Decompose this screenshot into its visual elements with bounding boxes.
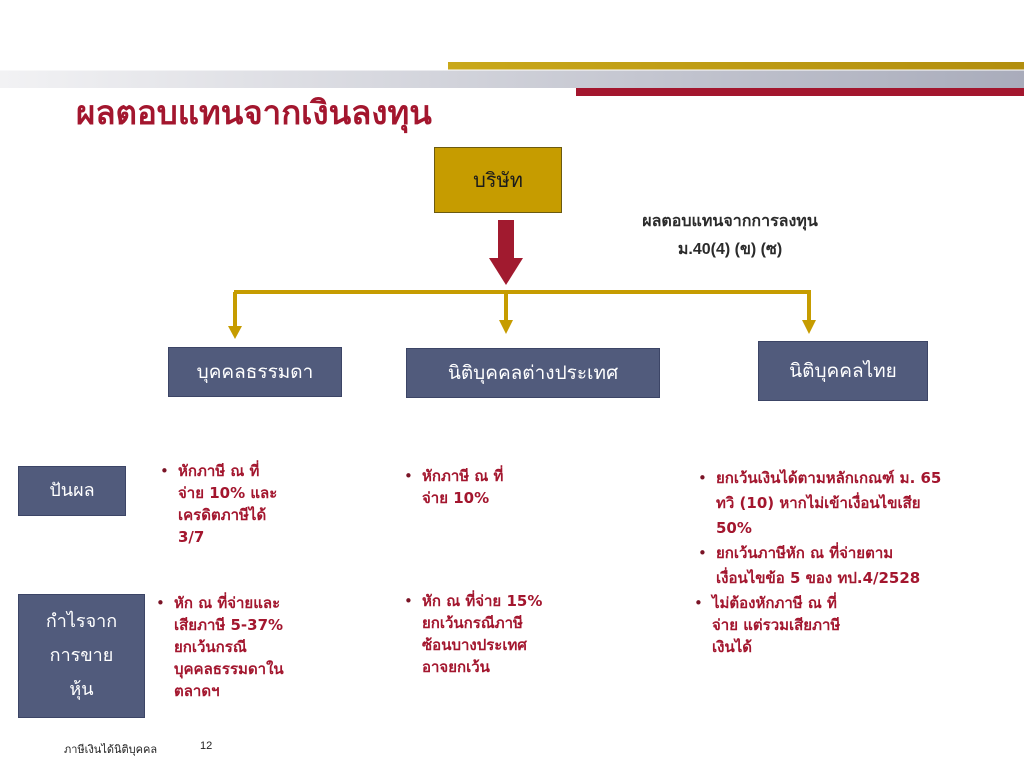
arrowhead-right-icon bbox=[802, 320, 816, 334]
header-bar-gold bbox=[448, 62, 1024, 70]
return-caption-line2: ม.40(4) (ข) (ซ) bbox=[677, 241, 783, 258]
bullet-item: ไม่ต้องหักภาษี ณ ที่ จ่าย แต่รวมเสียภาษี… bbox=[692, 592, 912, 658]
company-box: บริษัท bbox=[434, 147, 562, 213]
branch-foreign-company-label: นิติบุคคลต่างประเทศ bbox=[447, 362, 619, 384]
branch-individual: บุคคลธรรมดา bbox=[168, 347, 342, 397]
capital-gain-individual: หัก ณ ที่จ่ายและ เสียภาษี 5-37% ยกเว้นกร… bbox=[154, 592, 344, 702]
branch-individual-label: บุคคลธรรมดา bbox=[196, 361, 314, 383]
return-caption: ผลตอบแทนจากการลงทุน ม.40(4) (ข) (ซ) bbox=[585, 208, 875, 264]
company-box-label: บริษัท bbox=[473, 168, 523, 192]
dividend-foreign: หักภาษี ณ ที่ จ่าย 10% bbox=[402, 465, 572, 509]
row-label-dividend-text: ปันผล bbox=[49, 480, 95, 501]
dividend-individual: หักภาษี ณ ที่ จ่าย 10% และ เครดิตภาษีได้… bbox=[158, 460, 338, 548]
branch-thai-company: นิติบุคคลไทย bbox=[758, 341, 928, 401]
bullet-item: ยกเว้นภาษีหัก ณ ที่จ่ายตาม เงื่อนไขข้อ 5… bbox=[696, 541, 1020, 591]
header-bar-gray bbox=[0, 70, 1024, 88]
capital-gain-foreign: หัก ณ ที่จ่าย 15% ยกเว้นกรณีภาษี ซ้อนบาง… bbox=[402, 590, 592, 678]
arrowhead-left-icon bbox=[228, 326, 242, 339]
flow-connectors bbox=[228, 220, 816, 339]
branch-foreign-company: นิติบุคคลต่างประเทศ bbox=[406, 348, 660, 398]
page-number: 12 bbox=[200, 740, 213, 752]
row-label-capital-gain-text: กำไรจาก การขาย หุ้น bbox=[45, 611, 118, 700]
branch-thai-company-label: นิติบุคคลไทย bbox=[789, 360, 897, 382]
page-title: ผลตอบแทนจากเงินลงทุน bbox=[76, 93, 432, 132]
down-arrow-icon bbox=[489, 220, 523, 285]
bullet-item: หัก ณ ที่จ่าย 15% ยกเว้นกรณีภาษี ซ้อนบาง… bbox=[402, 590, 592, 678]
arrowhead-middle-icon bbox=[499, 320, 513, 334]
dividend-thai: ยกเว้นเงินได้ตามหลักเกณฑ์ ม. 65 ทวิ (10)… bbox=[696, 466, 1020, 591]
footer-text: ภาษีเงินได้นิติบุคคล bbox=[64, 744, 158, 756]
header-decoration bbox=[0, 62, 1024, 96]
capital-gain-thai: ไม่ต้องหักภาษี ณ ที่ จ่าย แต่รวมเสียภาษี… bbox=[692, 592, 912, 658]
bullet-item: หักภาษี ณ ที่ จ่าย 10% bbox=[402, 465, 572, 509]
return-caption-line1: ผลตอบแทนจากการลงทุน bbox=[642, 213, 818, 230]
row-label-capital-gain: กำไรจาก การขาย หุ้น bbox=[18, 594, 145, 718]
bullet-item: หัก ณ ที่จ่ายและ เสียภาษี 5-37% ยกเว้นกร… bbox=[154, 592, 344, 702]
bullet-item: หักภาษี ณ ที่ จ่าย 10% และ เครดิตภาษีได้… bbox=[158, 460, 338, 548]
row-label-dividend: ปันผล bbox=[18, 466, 126, 516]
bullet-item: ยกเว้นเงินได้ตามหลักเกณฑ์ ม. 65 ทวิ (10)… bbox=[696, 466, 1020, 541]
header-bar-red bbox=[576, 88, 1024, 96]
